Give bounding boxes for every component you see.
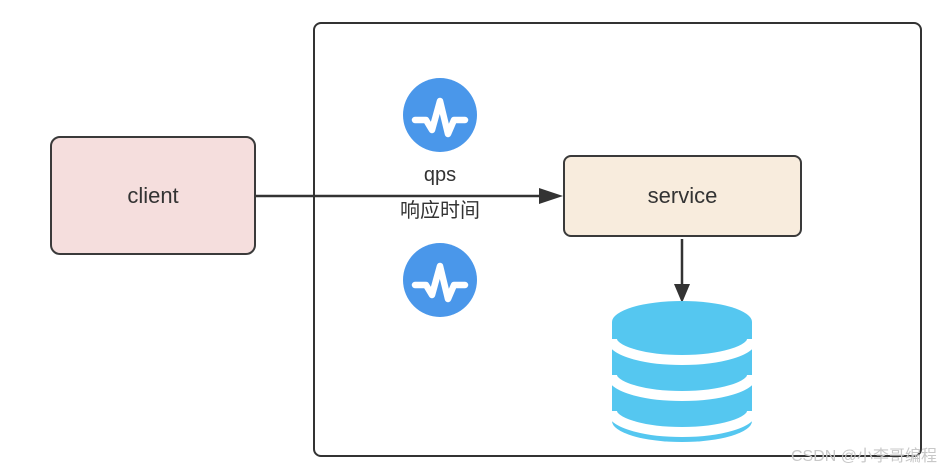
database-cylinder-icon: [612, 301, 752, 442]
pulse-icon-circle: [403, 243, 477, 317]
service-label: service: [647, 183, 718, 208]
service-node: service: [563, 155, 802, 237]
pulse-icon-circle: [403, 78, 477, 152]
pulse-waveform: [411, 262, 469, 303]
database-gap-1: [612, 338, 752, 365]
pulse-waveform: [411, 97, 469, 138]
pulse-monitor-icon: [403, 243, 477, 317]
client-label: client: [127, 182, 179, 208]
edge-label-response-time: 响应时间: [400, 200, 480, 222]
database-gap-2: [612, 374, 752, 401]
system-boundary-box: [313, 22, 922, 457]
database-body: [612, 301, 752, 442]
pulse-monitor-icon: [403, 78, 477, 152]
client-node: client: [50, 136, 256, 255]
csdn-watermark: CSDN @小李哥编程: [790, 448, 937, 465]
edge-label-qps: qps: [423, 164, 457, 186]
database-gap-3: [612, 410, 752, 437]
